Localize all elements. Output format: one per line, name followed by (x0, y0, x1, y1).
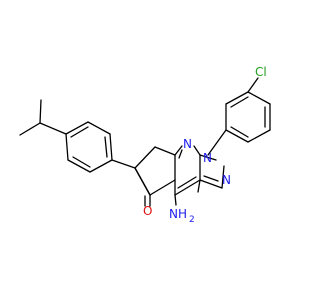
cyclohexenone-ring (134, 146, 176, 196)
molecule-structure: Cl N N N NH 2 O (19, 65, 271, 225)
n-aryl-bond (207, 129, 227, 156)
pyrazole-n1-label: N (203, 151, 212, 165)
isopropylphenyl-ring (65, 121, 113, 173)
chlorine-label: Cl (255, 65, 267, 79)
pyridine-nitrogen-label: N (183, 137, 192, 151)
chlorophenyl-ring (225, 91, 271, 143)
amine-link-bond (174, 194, 177, 206)
amine-subscript: 2 (189, 215, 195, 225)
amine-bond (197, 179, 201, 193)
chloro-bond (247, 77, 259, 93)
aryl-link-bond (111, 159, 136, 169)
carbonyl-group (144, 194, 151, 207)
pyrazole-ring (199, 154, 225, 189)
amine-label: NH (169, 207, 187, 221)
carbonyl-oxygen-label: O (143, 204, 152, 218)
isopropyl-group (19, 99, 67, 136)
pyridine-ring (174, 145, 201, 196)
pyrazole-n2-label: N (222, 173, 231, 187)
molecule-canvas: Cl N N N NH 2 O (19, 65, 271, 225)
